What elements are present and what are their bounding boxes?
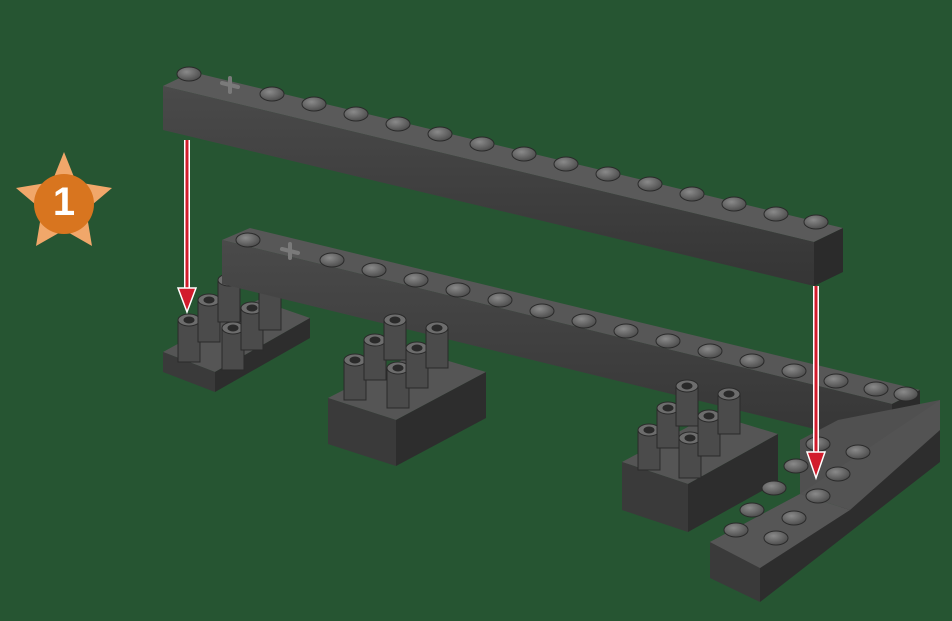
step-badge: 1 bbox=[16, 152, 112, 248]
left-arrow bbox=[178, 140, 196, 312]
step-number: 1 bbox=[16, 152, 112, 248]
